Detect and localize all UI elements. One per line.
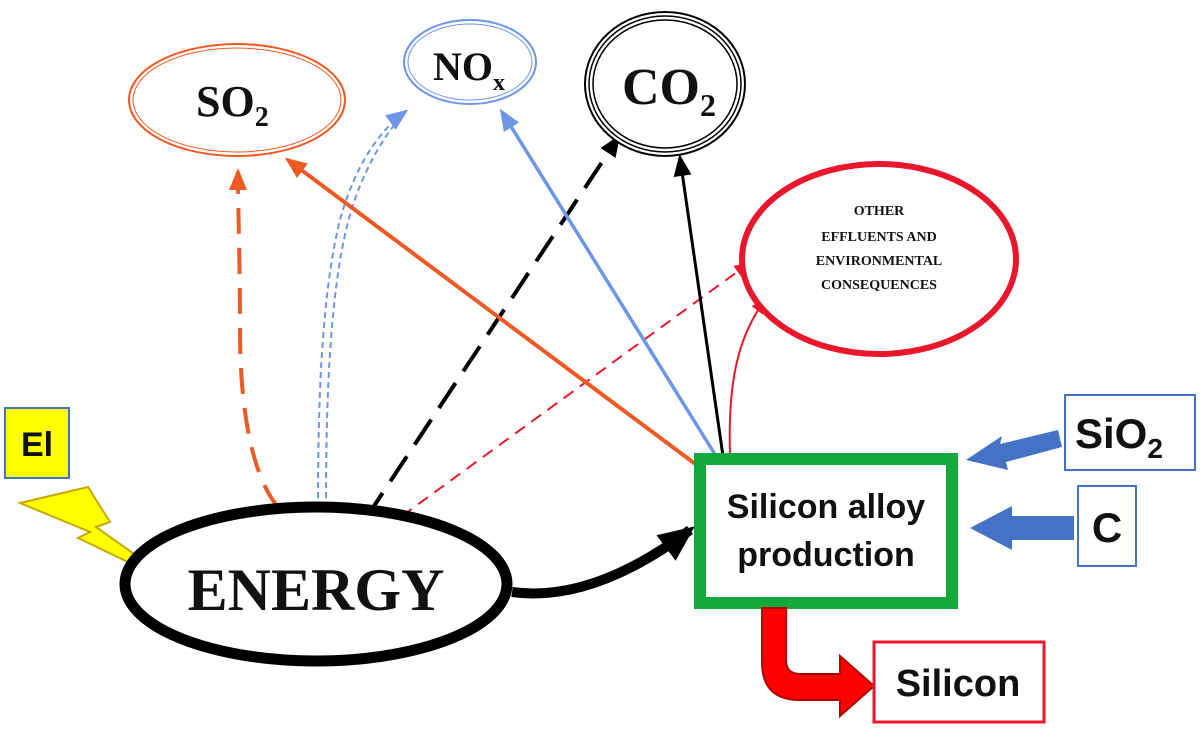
silicon-output-node: Silicon	[872, 640, 1046, 724]
production-to-silicon-arrow	[761, 607, 876, 719]
energy-to-nox-arrow-b	[325, 111, 406, 509]
production-line-2: production	[737, 536, 915, 574]
other-line-1: OTHER	[854, 204, 905, 219]
other-line-3: ENVIRONMENTAL	[816, 254, 943, 269]
so2-label: SO2	[196, 77, 269, 133]
sio2-label: SiO2	[1075, 410, 1163, 464]
other-line-4: CONSEQUENCES	[821, 278, 937, 293]
energy-to-so2-arrow	[229, 168, 280, 509]
nox-node: NOx	[403, 19, 537, 105]
sio2-node: SiO2	[1064, 394, 1196, 471]
so2-node: SO2	[128, 43, 346, 157]
el-label: El	[21, 426, 53, 464]
co2-node: CO2	[584, 11, 746, 157]
production-to-co2-arrow	[673, 154, 725, 457]
carbon-node: C	[1077, 485, 1137, 567]
production-to-other-arrow	[728, 297, 767, 457]
other-line-2: EFFLUENTS AND	[821, 230, 937, 245]
sio2-input-arrow	[966, 430, 1062, 470]
el-node: El	[4, 407, 70, 479]
co2-label: CO2	[622, 59, 716, 123]
carbon-label: C	[1092, 504, 1122, 551]
production-to-nox-arrow	[499, 108, 718, 457]
carbon-input-arrow	[970, 506, 1074, 550]
production-to-so2-arrow	[284, 157, 700, 468]
silicon-label: Silicon	[896, 663, 1021, 705]
energy-to-nox-arrow-a	[317, 109, 409, 509]
production-line-1: Silicon alloy	[727, 488, 925, 526]
energy-to-production-arrow	[511, 525, 695, 599]
energy-to-co2-arrow	[364, 134, 621, 520]
energy-label: ENERGY	[188, 557, 445, 623]
other-effluents-node: OTHER EFFLUENTS AND ENVIRONMENTAL CONSEQ…	[739, 161, 1019, 357]
energy-node: ENERGY	[119, 501, 513, 667]
nox-label: NOx	[433, 44, 505, 96]
energy-to-other-arrow	[401, 262, 751, 517]
silicon-alloy-production-node: Silicon alloy production	[694, 453, 958, 609]
